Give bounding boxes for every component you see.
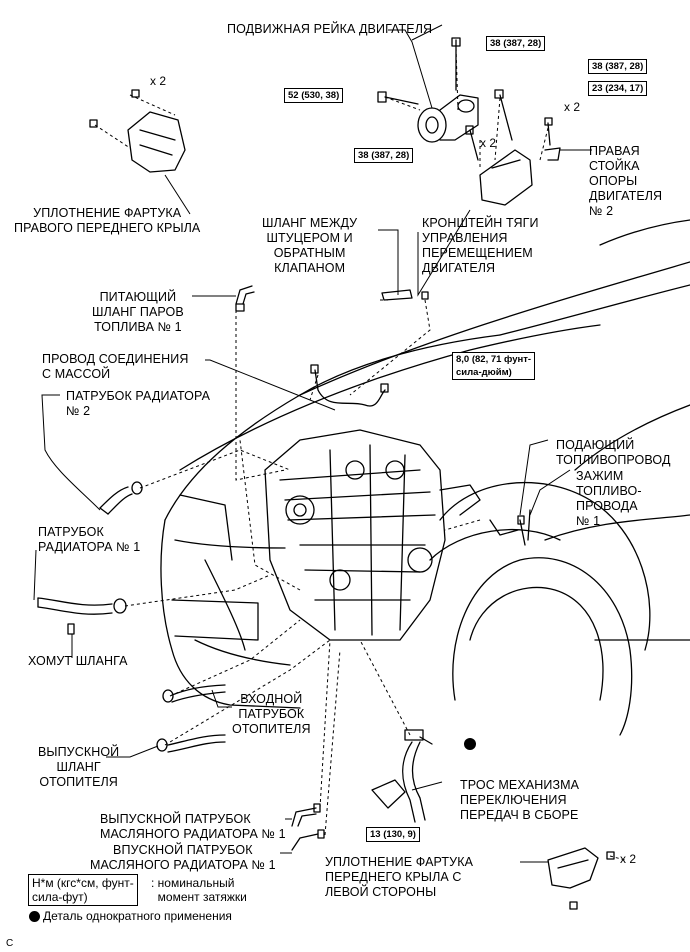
label-heater-outlet-hose: ВЫПУСКНОЙ ШЛАНГ ОТОПИТЕЛЯ — [38, 745, 120, 789]
legend-non-reusable-dot-icon — [29, 911, 40, 922]
label-radiator-hose-1: ПАТРУБОК РАДИАТОРА № 1 — [38, 525, 141, 554]
vehicle-body-outline — [160, 219, 690, 736]
torque-box-8: 8,0 (82, 71 фунт- сила-дюйм) — [452, 352, 536, 380]
quantity-bracket-bolts: x 2 — [480, 136, 497, 150]
transmission-cable-part — [371, 729, 433, 823]
legend-non-reusable-text: Деталь однократного применения — [43, 909, 232, 923]
union-check-valve-hose-part — [381, 289, 429, 301]
quantity-stay-bolts: x 2 — [564, 100, 581, 114]
label-engine-mount-stay-rh: ПРАВАЯ СТОЙКА ОПОРЫ ДВИГАТЕЛЯ № 2 — [589, 144, 663, 218]
label-heater-inlet-hose: ВХОДНОЙ ПАТРУБОК ОТОПИТЕЛЯ — [232, 692, 311, 736]
radiator-hose-2-part — [99, 481, 143, 515]
label-fuel-pipe-clamp: ЗАЖИМ ТОПЛИВО- ПРОВОДА № 1 — [576, 469, 642, 528]
heater-hoses-parts — [156, 684, 226, 753]
label-ground-wire: ПРОВОД СОЕДИНЕНИЯ С МАССОЙ — [42, 352, 189, 381]
non-reusable-part-marker — [464, 738, 476, 750]
torque-box-52: 52 (530, 38) — [284, 88, 344, 103]
quantity-fender-seal-lh: x 2 — [620, 852, 637, 866]
radiator-hose-1-part — [37, 597, 127, 635]
label-fender-seal-lh: УПЛОТНЕНИЕ ФАРТУКА ПЕРЕДНЕГО КРЫЛА С ЛЕВ… — [325, 855, 474, 899]
label-fuel-vapor-hose: ПИТАЮЩИЙ ШЛАНГ ПАРОВ ТОПЛИВА № 1 — [92, 290, 184, 334]
label-engine-moving-bracket: ПОДВИЖНАЯ РЕЙКА ДВИГАТЕЛЯ — [227, 22, 433, 36]
ground-wire-part — [310, 364, 389, 407]
fuel-vapor-hose-part — [235, 285, 255, 312]
label-radiator-hose-2: ПАТРУБОК РАДИАТОРА № 2 — [66, 389, 211, 418]
oil-cooler-hoses-parts — [291, 803, 325, 851]
label-control-rod-bracket: КРОНШТЕЙН ТЯГИ УПРАВЛЕНИЯ ПЕРЕМЕЩЕНИЕМ Д… — [422, 216, 539, 275]
legend-torque-unit-box: Н*м (кгс*см, фунт- сила-фут) — [28, 874, 138, 906]
torque-box-38-top: 38 (387, 28) — [486, 36, 546, 51]
fuel-pipe-parts — [489, 509, 531, 546]
label-fuel-supply-pipe: ПОДАЮЩИЙ ТОПЛИВОПРОВОД — [556, 438, 671, 467]
dashed-pointer-lines — [94, 47, 626, 861]
label-transmission-cable: ТРОС МЕХАНИЗМА ПЕРЕКЛЮЧЕНИЯ ПЕРЕДАЧ В СБ… — [460, 778, 580, 822]
torque-box-38-right: 38 (387, 28) — [588, 59, 648, 74]
legend-torque-unit-description: : номинальный момент затяжки — [151, 876, 247, 904]
engine-assembly — [264, 429, 481, 641]
torque-box-13: 13 (130, 9) — [366, 827, 420, 842]
label-fender-seal-rh: УПЛОТНЕНИЕ ФАРТУКА ПРАВОГО ПЕРЕДНЕГО КРЫ… — [14, 206, 201, 235]
quantity-fender-seal-rh: x 2 — [150, 74, 167, 88]
torque-box-38-left: 38 (387, 28) — [354, 148, 414, 163]
fender-seal-lh-part — [547, 847, 615, 910]
label-oil-cooler-outlet-hose: ВЫПУСКНОЙ ПАТРУБОК МАСЛЯНОГО РАДИАТОРА №… — [100, 812, 286, 841]
engine-moving-control-rod — [377, 37, 479, 143]
label-hose-clamp: ХОМУТ ШЛАНГА — [28, 654, 128, 668]
label-oil-cooler-inlet-hose: ВПУСКНОЙ ПАТРУБОК МАСЛЯНОГО РАДИАТОРА № … — [90, 843, 276, 872]
torque-box-23: 23 (234, 17) — [588, 81, 648, 96]
corner-mark: C — [6, 938, 14, 949]
leader-lines — [33, 24, 592, 863]
fender-seal-rh-part — [89, 89, 186, 173]
label-hose-union-check-valve: ШЛАНГ МЕЖДУ ШТУЦЕРОМ И ОБРАТНЫМ КЛАПАНОМ — [262, 216, 358, 275]
control-rod-bracket — [465, 89, 561, 206]
